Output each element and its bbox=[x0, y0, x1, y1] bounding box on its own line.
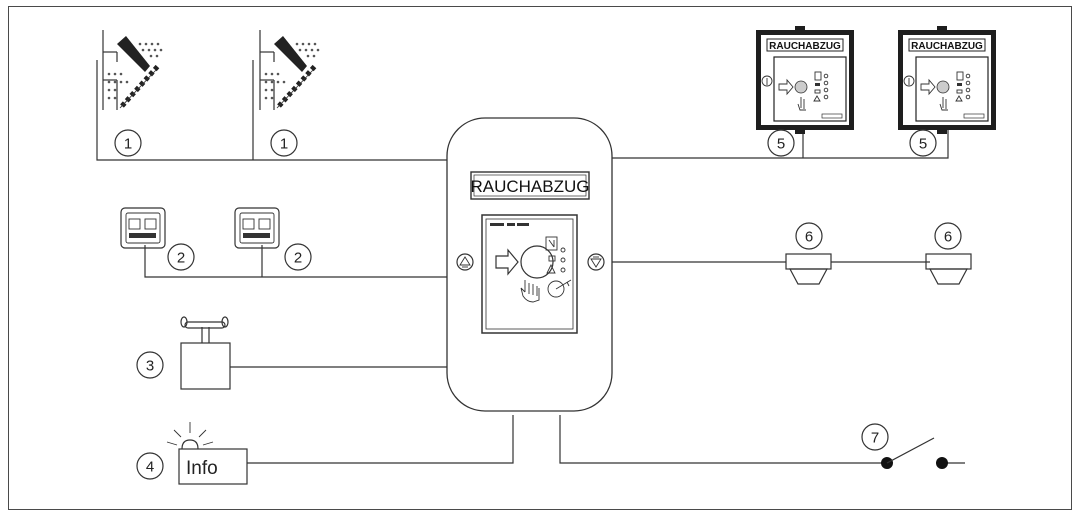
window-actuator-2 bbox=[259, 30, 320, 110]
svg-text:3: 3 bbox=[146, 358, 154, 375]
info-icon bbox=[903, 75, 915, 87]
callout-6b: 6 bbox=[934, 222, 962, 250]
svg-text:7: 7 bbox=[871, 430, 879, 447]
fire-window-icon bbox=[956, 71, 964, 81]
callout-3: 3 bbox=[136, 351, 164, 379]
status-icon bbox=[548, 255, 556, 262]
central-control-panel: RAUCHABZUG bbox=[446, 117, 613, 412]
arrow-right-icon bbox=[920, 78, 936, 96]
arrow-right-icon bbox=[495, 248, 519, 276]
central-panel-label: RAUCHABZUG bbox=[470, 177, 589, 196]
remote-panel-2: RAUCHABZUG bbox=[898, 26, 996, 134]
vent-switch-2 bbox=[234, 207, 280, 249]
trigger-button bbox=[520, 245, 554, 279]
external-switch bbox=[881, 437, 948, 469]
outer-frame bbox=[8, 6, 1072, 510]
down-button-icon bbox=[587, 253, 605, 271]
callout-1a: 1 bbox=[114, 129, 142, 157]
svg-text:1: 1 bbox=[124, 136, 132, 153]
svg-text:6: 6 bbox=[805, 229, 813, 246]
callout-4: 4 bbox=[136, 452, 164, 480]
warning-icon bbox=[813, 95, 821, 102]
wind-sensor bbox=[180, 316, 231, 390]
svg-text:5: 5 bbox=[919, 136, 927, 153]
up-button-icon bbox=[456, 253, 474, 271]
arrow-right-icon bbox=[778, 78, 794, 96]
svg-text:2: 2 bbox=[294, 250, 302, 267]
vent-switch-1 bbox=[120, 207, 166, 249]
info-icon bbox=[761, 75, 773, 87]
svg-text:4: 4 bbox=[146, 459, 154, 476]
callout-2a: 2 bbox=[167, 243, 195, 271]
callout-7: 7 bbox=[861, 423, 889, 451]
trigger-button bbox=[936, 80, 950, 94]
smoke-detector-2 bbox=[925, 253, 972, 285]
wiring bbox=[96, 60, 965, 464]
trigger-button bbox=[794, 80, 808, 94]
hand-press-icon bbox=[939, 97, 948, 111]
fire-window-icon bbox=[814, 71, 822, 81]
warning-icon bbox=[546, 263, 556, 274]
hand-press-icon bbox=[520, 280, 540, 303]
remote-panel-label-1: RAUCHABZUG bbox=[769, 41, 841, 52]
svg-text:6: 6 bbox=[944, 229, 952, 246]
info-label: Info bbox=[186, 458, 218, 479]
info-signal: Info bbox=[166, 422, 248, 485]
fire-window-icon bbox=[545, 236, 558, 251]
callout-2b: 2 bbox=[284, 243, 312, 271]
key-switch-icon bbox=[547, 279, 572, 298]
svg-text:1: 1 bbox=[280, 136, 288, 153]
hand-press-icon bbox=[797, 97, 806, 111]
window-actuator-1 bbox=[102, 30, 163, 110]
callout-1b: 1 bbox=[270, 129, 298, 157]
svg-text:2: 2 bbox=[177, 250, 185, 267]
smoke-detector-1 bbox=[785, 253, 832, 285]
callout-6a: 6 bbox=[795, 222, 823, 250]
callout-5a: 5 bbox=[767, 129, 795, 157]
warning-icon bbox=[955, 95, 963, 102]
callout-5b: 5 bbox=[909, 129, 937, 157]
remote-panel-1: RAUCHABZUG bbox=[756, 26, 854, 134]
svg-text:5: 5 bbox=[777, 136, 785, 153]
remote-panel-label-2: RAUCHABZUG bbox=[911, 41, 983, 52]
